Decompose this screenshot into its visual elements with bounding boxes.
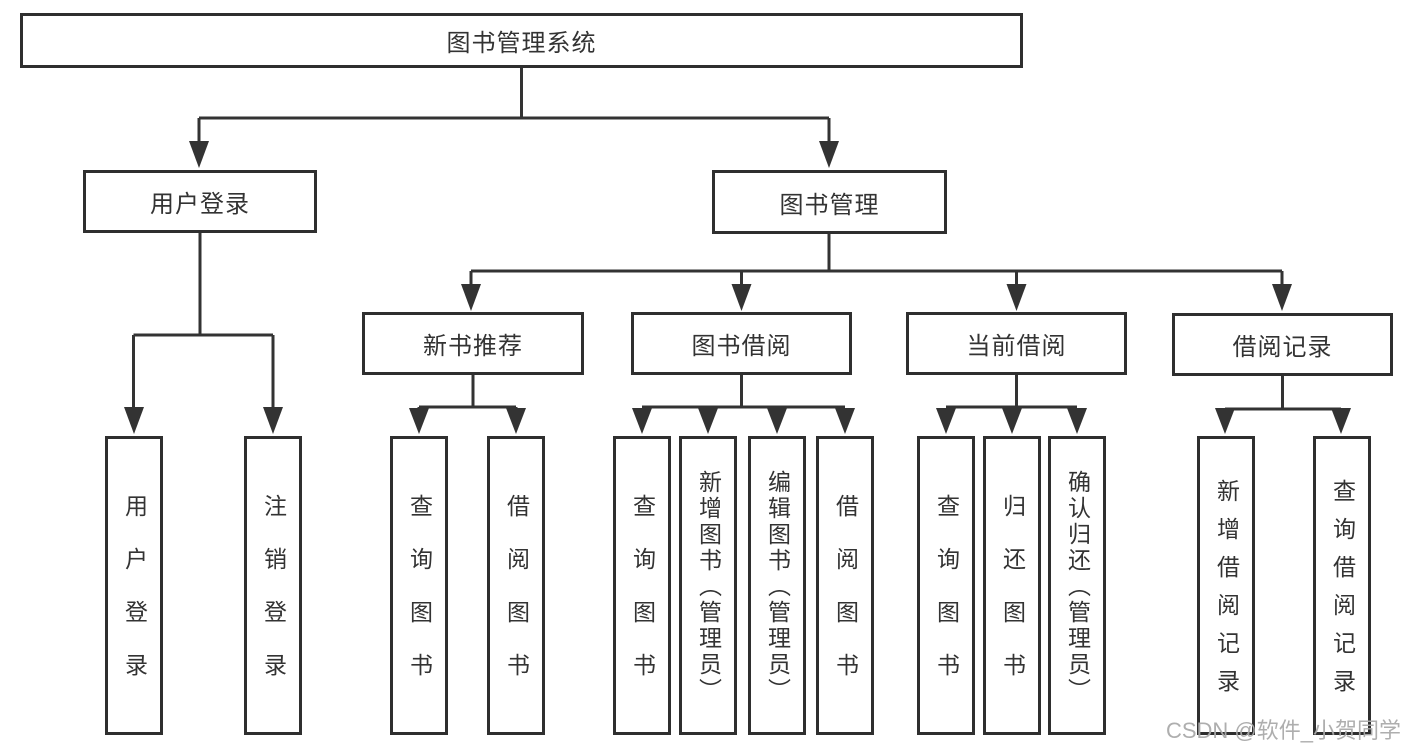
- node-leaf-user-login-label: 用户登录: [121, 493, 148, 706]
- arrowheads-borrowing-records-children: [1215, 408, 1351, 434]
- node-leaf-borrowing-add-books: 新增图书（管理员）: [679, 436, 737, 735]
- connector-user-login-children: [132, 233, 275, 410]
- node-leaf-borrowing-add-books-label: 新增图书（管理员）: [695, 469, 722, 704]
- node-leaf-recommend-borrow-books-label: 借阅图书: [503, 493, 530, 706]
- node-leaf-current-query-books-label: 查询图书: [933, 493, 960, 706]
- arrowheads-user-login-children: [124, 407, 283, 434]
- node-leaf-user-login: 用户登录: [105, 436, 163, 735]
- node-borrowing-records: 借阅记录: [1172, 313, 1393, 376]
- node-current-borrowing-label: 当前借阅: [966, 333, 1067, 360]
- node-leaf-records-add-record-label: 新增借阅记录: [1213, 478, 1240, 707]
- node-leaf-borrowing-borrow-books-label: 借阅图书: [832, 493, 859, 706]
- node-new-book-recommend: 新书推荐: [362, 312, 584, 375]
- node-leaf-records-add-record: 新增借阅记录: [1197, 436, 1255, 735]
- node-book-borrowing: 图书借阅: [631, 312, 852, 375]
- connector-current-borrowing-children: [946, 375, 1077, 412]
- node-leaf-records-query-record: 查询借阅记录: [1313, 436, 1371, 735]
- node-leaf-current-return-books-label: 归还图书: [999, 493, 1026, 706]
- node-leaf-borrowing-query-books-label: 查询图书: [629, 493, 656, 706]
- node-leaf-current-return-books: 归还图书: [983, 436, 1041, 735]
- node-root-label: 图书管理系统: [446, 30, 597, 57]
- arrowheads-book-borrowing-children: [632, 408, 855, 434]
- node-book-management: 图书管理: [712, 170, 947, 234]
- node-book-borrowing-label: 图书借阅: [691, 333, 792, 360]
- arrowheads-new-book-recommend-children: [409, 408, 526, 434]
- arrowheads-book-management-children: [461, 284, 1292, 311]
- connector-root-to-level2: [197, 68, 831, 144]
- arrowheads-current-borrowing-children: [936, 408, 1087, 434]
- connector-borrowing-records-children: [1223, 376, 1343, 412]
- node-leaf-borrowing-edit-books-label: 编辑图书（管理员）: [764, 469, 791, 704]
- node-leaf-borrowing-query-books: 查询图书: [613, 436, 671, 735]
- node-leaf-logout: 注销登录: [244, 436, 302, 735]
- node-book-management-label: 图书管理: [779, 191, 880, 219]
- watermark: CSDN @软件_小贺同学: [1165, 718, 1401, 743]
- node-leaf-recommend-query-books-label: 查询图书: [406, 493, 433, 706]
- node-leaf-logout-label: 注销登录: [260, 493, 287, 706]
- node-leaf-current-query-books: 查询图书: [917, 436, 975, 735]
- connector-book-borrowing-children: [642, 375, 845, 412]
- node-leaf-recommend-query-books: 查询图书: [390, 436, 448, 735]
- node-leaf-recommend-borrow-books: 借阅图书: [487, 436, 545, 735]
- connector-book-management-children: [469, 234, 1284, 286]
- node-leaf-current-confirm-return: 确认归还（管理员）: [1048, 436, 1106, 735]
- node-leaf-records-query-record-label: 查询借阅记录: [1329, 478, 1356, 707]
- node-user-login-label: 用户登录: [150, 191, 250, 218]
- node-user-login: 用户登录: [83, 170, 317, 233]
- node-leaf-borrowing-edit-books: 编辑图书（管理员）: [748, 436, 806, 735]
- arrowheads-level2: [189, 141, 839, 168]
- node-root-library-management-system: 图书管理系统: [20, 13, 1023, 68]
- connector-new-book-recommend-children: [417, 375, 518, 412]
- node-leaf-current-confirm-return-label: 确认归还（管理员）: [1064, 469, 1091, 704]
- node-current-borrowing: 当前借阅: [906, 312, 1127, 375]
- node-borrowing-records-label: 借阅记录: [1232, 334, 1333, 361]
- node-leaf-borrowing-borrow-books: 借阅图书: [816, 436, 874, 735]
- node-new-book-recommend-label: 新书推荐: [423, 333, 523, 360]
